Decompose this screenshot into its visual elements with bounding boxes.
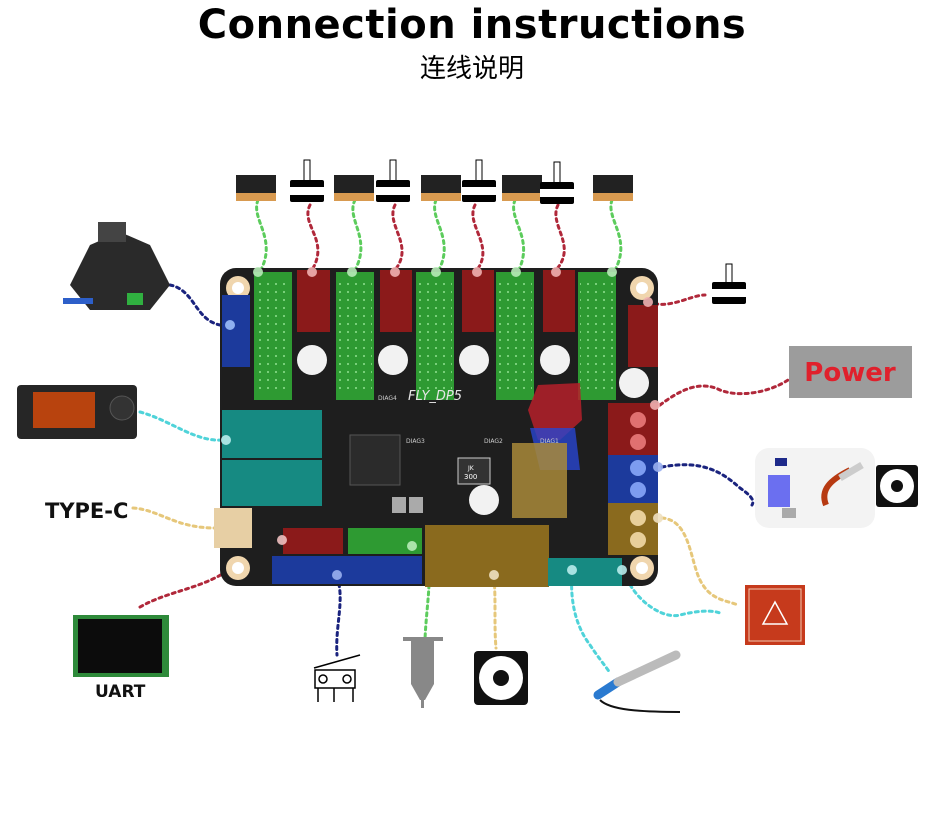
diag3-label: DIAG3	[406, 438, 425, 445]
hotend-icon	[768, 458, 796, 518]
wire-can	[168, 283, 222, 327]
wire-top-6	[471, 203, 485, 272]
stepper-motor-icon	[712, 263, 746, 304]
stepper-motor-icon	[462, 159, 496, 202]
inductor-label-2: 300	[464, 473, 477, 481]
board-name: FLY_DP5	[408, 389, 462, 404]
wire-endstop	[335, 575, 342, 657]
inductor-label-1: JK	[467, 465, 475, 472]
driver-module-icon	[593, 175, 633, 201]
stepper-motor-icon	[376, 159, 410, 202]
power-label: Power	[804, 358, 896, 388]
page-subtitle: 连线说明	[419, 54, 524, 84]
driver-module-icon	[502, 175, 542, 201]
endstop-switch-icon	[313, 654, 361, 702]
wire-top-4	[391, 203, 404, 272]
heated-bed-icon	[745, 585, 805, 645]
wire-bed	[660, 516, 740, 607]
driver-module-icon	[236, 175, 276, 201]
heater-cartridge-icon	[821, 461, 864, 507]
wire-thermistor-2	[623, 570, 724, 618]
stepper-motor-icon	[540, 161, 574, 204]
driver-module-icon	[421, 175, 461, 201]
uart-label: UART	[95, 682, 146, 702]
diag1-label: DIAG1	[540, 438, 559, 445]
can-toolhead-board-icon	[63, 222, 170, 310]
diag2-label: DIAG2	[484, 438, 503, 445]
wire-power	[658, 378, 790, 407]
wire-lcd	[138, 410, 224, 442]
driver-module-icon	[334, 175, 374, 201]
type-c-label: TYPE-C	[45, 499, 128, 523]
fan-icon	[876, 465, 918, 507]
stepper-motor-icon	[290, 159, 324, 202]
diag4-label: DIAG4	[378, 395, 397, 402]
wire-top-2	[306, 203, 320, 272]
wire-typec	[131, 506, 217, 530]
lcd-12864-icon	[17, 385, 137, 439]
wire-top-5	[433, 198, 446, 277]
thermistor-icon	[593, 650, 681, 713]
power-supply-box: Power	[789, 346, 912, 398]
bltouch-probe-icon	[403, 637, 443, 708]
hotend-group	[755, 448, 918, 528]
wire-top-8	[554, 203, 566, 272]
wire-top-9	[609, 198, 623, 277]
page-title: Connection instructions	[197, 2, 747, 48]
wire-heater	[660, 463, 755, 507]
wire-top-1	[255, 198, 268, 277]
fly-dp5-board	[214, 267, 663, 587]
wire-fan	[492, 576, 498, 650]
uart-screen-icon	[73, 615, 169, 677]
fan-icon	[474, 651, 528, 705]
wire-thermistor	[570, 570, 612, 675]
wire-top-3	[350, 198, 363, 277]
wire-top-7	[512, 198, 526, 277]
